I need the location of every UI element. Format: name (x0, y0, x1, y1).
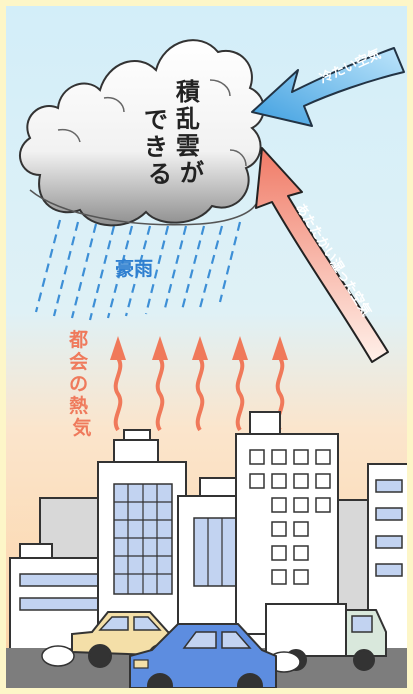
heat-wave-arrow (110, 336, 126, 432)
cloud-char-2: 乱 (176, 105, 200, 133)
heat-char-4: 熱 (69, 394, 88, 417)
heat-wave-arrow (232, 336, 248, 432)
city-buildings (9, 411, 409, 665)
heavy-rain-label: 豪雨 (115, 257, 153, 280)
building-icon (235, 433, 339, 635)
heat-char-5: 気 (72, 416, 91, 439)
truck-icon (265, 603, 387, 673)
heat-wave-arrow (192, 336, 208, 432)
heat-char-1: 都 (68, 329, 88, 351)
cloud-char-5: で (144, 106, 168, 134)
cloud-text-col2: で き る (144, 106, 176, 188)
cloud-char-6: き (144, 133, 168, 161)
rain-lines (34, 219, 242, 321)
cloud-text-col1: 積 乱 雲 が (176, 78, 208, 187)
cloud-icon (19, 39, 265, 227)
heat-wave-arrow (152, 336, 168, 432)
cloud-char-1: 積 (176, 78, 200, 106)
heat-wave-arrows (110, 336, 288, 432)
cloud-char-7: る (148, 160, 172, 188)
car-icon (129, 623, 277, 694)
city-heat-label: 都 会 の 熱 気 (68, 329, 95, 439)
heat-char-2: 会 (69, 350, 88, 373)
cloud-char-3: 雲 (176, 132, 200, 160)
cloud-char-4: が (180, 159, 204, 187)
heat-char-3: の (69, 373, 88, 395)
